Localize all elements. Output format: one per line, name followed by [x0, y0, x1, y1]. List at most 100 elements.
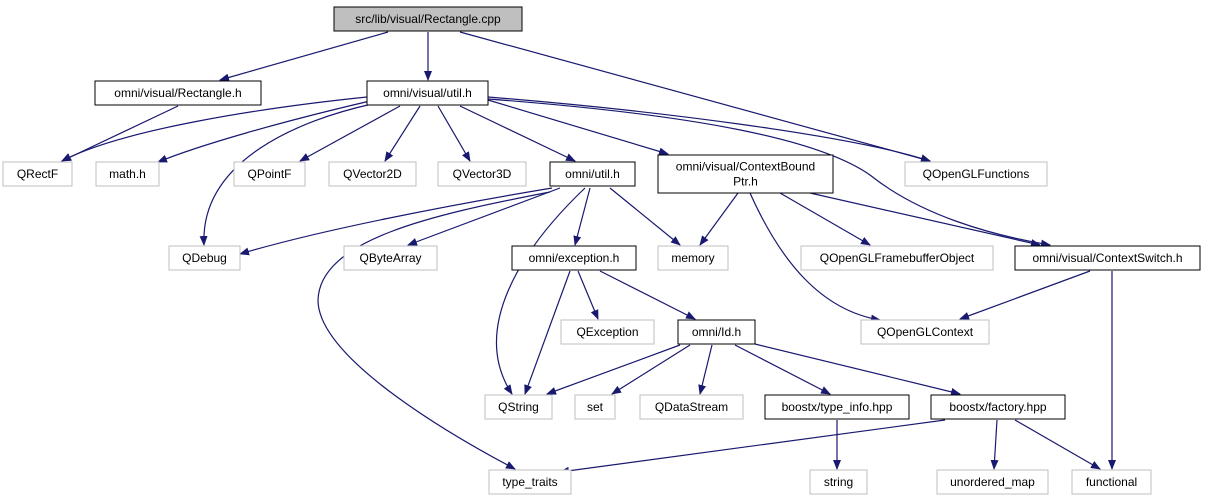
node-label: omni/visual/Rectangle.h — [114, 86, 241, 100]
node-qrectf[interactable]: QRectF — [2, 161, 73, 187]
node-label: omni/visual/ContextBound — [676, 160, 815, 174]
node-label: type_traits — [502, 475, 557, 489]
node-qopenglfunctions[interactable]: QOpenGLFunctions — [904, 161, 1048, 187]
node-box — [511, 245, 637, 271]
node-label: src/lib/visual/Rectangle.cpp — [355, 12, 501, 26]
edge-factory_hpp-to-unordered_map — [990, 419, 999, 470]
node-box — [168, 245, 241, 271]
node-label: string — [824, 475, 853, 489]
node-box — [488, 469, 572, 495]
node-label: boostx/factory.hpp — [949, 400, 1046, 414]
node-box — [1071, 469, 1152, 495]
node-box — [657, 245, 729, 271]
node-rectangle-h[interactable]: omni/visual/Rectangle.h — [94, 80, 262, 106]
node-qopenglframebufferobject[interactable]: QOpenGLFramebufferObject — [800, 245, 994, 271]
node-label: QRectF — [17, 167, 58, 181]
edge-exception_h-to-id_h — [599, 270, 696, 320]
node-box — [366, 80, 489, 106]
node-box — [333, 6, 523, 32]
node-label: Ptr.h — [733, 175, 758, 189]
node-label: set — [587, 400, 604, 414]
node-label: QOpenGLContext — [877, 325, 974, 339]
edge-id_h-to-factory_hpp — [754, 343, 961, 396]
node-qvector3d[interactable]: QVector3D — [437, 161, 527, 187]
node-exception-h[interactable]: omni/exception.h — [511, 245, 637, 271]
edge-visual_util_h-to-qdebug — [199, 103, 373, 246]
node-box — [437, 161, 527, 187]
node-box — [677, 319, 756, 345]
node-box — [930, 394, 1066, 420]
node-box — [764, 394, 910, 420]
edges-layer — [61, 31, 1116, 475]
edge-id_h-to-qstring — [546, 344, 681, 395]
node-label: QVector3D — [453, 167, 512, 181]
edge-contextboundptr_h-to-contextswitch_h — [809, 192, 1041, 247]
edge-root-to-qopenglfunctions — [459, 31, 931, 163]
node-box — [809, 469, 868, 495]
node-label: omni/Id.h — [692, 325, 741, 339]
node-qpointf[interactable]: QPointF — [233, 161, 306, 187]
node-qstring[interactable]: QString — [484, 394, 553, 420]
node-math-h[interactable]: math.h — [95, 161, 160, 187]
node-box — [2, 161, 73, 187]
edge-omni_util_h-to-memory — [609, 187, 681, 246]
node-box — [343, 245, 438, 271]
node-contextswitch-h[interactable]: omni/visual/ContextSwitch.h — [1014, 245, 1201, 271]
node-box — [484, 394, 553, 420]
node-type-traits[interactable]: type_traits — [488, 469, 572, 495]
node-box — [860, 319, 990, 345]
node-label: QDebug — [182, 251, 227, 265]
node-memory[interactable]: memory — [657, 245, 729, 271]
node-box — [800, 245, 994, 271]
node-box — [328, 161, 417, 187]
edge-visual_util_h-to-omni_util_h — [459, 105, 576, 162]
node-label: omni/util.h — [565, 167, 620, 181]
node-omni-util-h[interactable]: omni/util.h — [549, 161, 636, 187]
node-box — [904, 161, 1048, 187]
node-label: QByteArray — [359, 251, 421, 265]
node-qdatastream[interactable]: QDataStream — [639, 394, 744, 420]
edge-visual_util_h-to-math_h — [157, 100, 371, 163]
node-box — [1014, 245, 1201, 271]
node-qbytearray[interactable]: QByteArray — [343, 245, 438, 271]
node-label: omni/visual/util.h — [383, 86, 472, 100]
node-label: QOpenGLFunctions — [923, 167, 1030, 181]
node-string[interactable]: string — [809, 469, 868, 495]
node-qopenglcontext[interactable]: QOpenGLContext — [860, 319, 990, 345]
edge-omni_util_h-to-qdebug — [239, 187, 553, 256]
edge-omni_util_h-to-exception_h — [573, 187, 591, 246]
node-functional[interactable]: functional — [1071, 469, 1152, 495]
node-label: boostx/type_info.hpp — [782, 400, 893, 414]
node-label: omni/exception.h — [529, 251, 620, 265]
node-label: QDataStream — [655, 400, 728, 414]
edge-contextboundptr_h-to-memory — [699, 192, 739, 246]
node-label: memory — [671, 251, 714, 265]
nodes-layer: src/lib/visual/Rectangle.cpp omni/visual/… — [2, 6, 1201, 495]
edge-omni_util_h-to-type_traits — [317, 191, 551, 470]
node-factory-hpp[interactable]: boostx/factory.hpp — [930, 394, 1066, 420]
node-label: QOpenGLFramebufferObject — [820, 251, 975, 265]
node-qdebug[interactable]: QDebug — [168, 245, 241, 271]
edge-contextboundptr_h-to-qopenglframebufferobject — [779, 192, 871, 246]
node-box — [936, 469, 1049, 495]
node-qvector2d[interactable]: QVector2D — [328, 161, 417, 187]
node-type-info-hpp[interactable]: boostx/type_info.hpp — [764, 394, 910, 420]
node-qexception[interactable]: QException — [560, 319, 655, 345]
node-label: QPointF — [247, 167, 291, 181]
node-visual-util-h[interactable]: omni/visual/util.h — [366, 80, 489, 106]
edge-visual_util_h-to-qpointf — [299, 105, 401, 162]
node-unordered-map[interactable]: unordered_map — [936, 469, 1049, 495]
edge-visual_util_h-to-contextboundptr_h — [487, 99, 669, 156]
node-set[interactable]: set — [574, 394, 616, 420]
node-label: functional — [1086, 475, 1137, 489]
node-label: QString — [498, 400, 539, 414]
node-box — [233, 161, 306, 187]
node-label: unordered_map — [950, 475, 1035, 489]
edge-root-to-rectangle_h — [219, 31, 389, 82]
edge-id_h-to-qdatastream — [698, 344, 713, 395]
node-box — [657, 154, 834, 194]
edge-exception_h-to-qstring — [524, 270, 571, 395]
node-id-h[interactable]: omni/Id.h — [677, 319, 756, 345]
